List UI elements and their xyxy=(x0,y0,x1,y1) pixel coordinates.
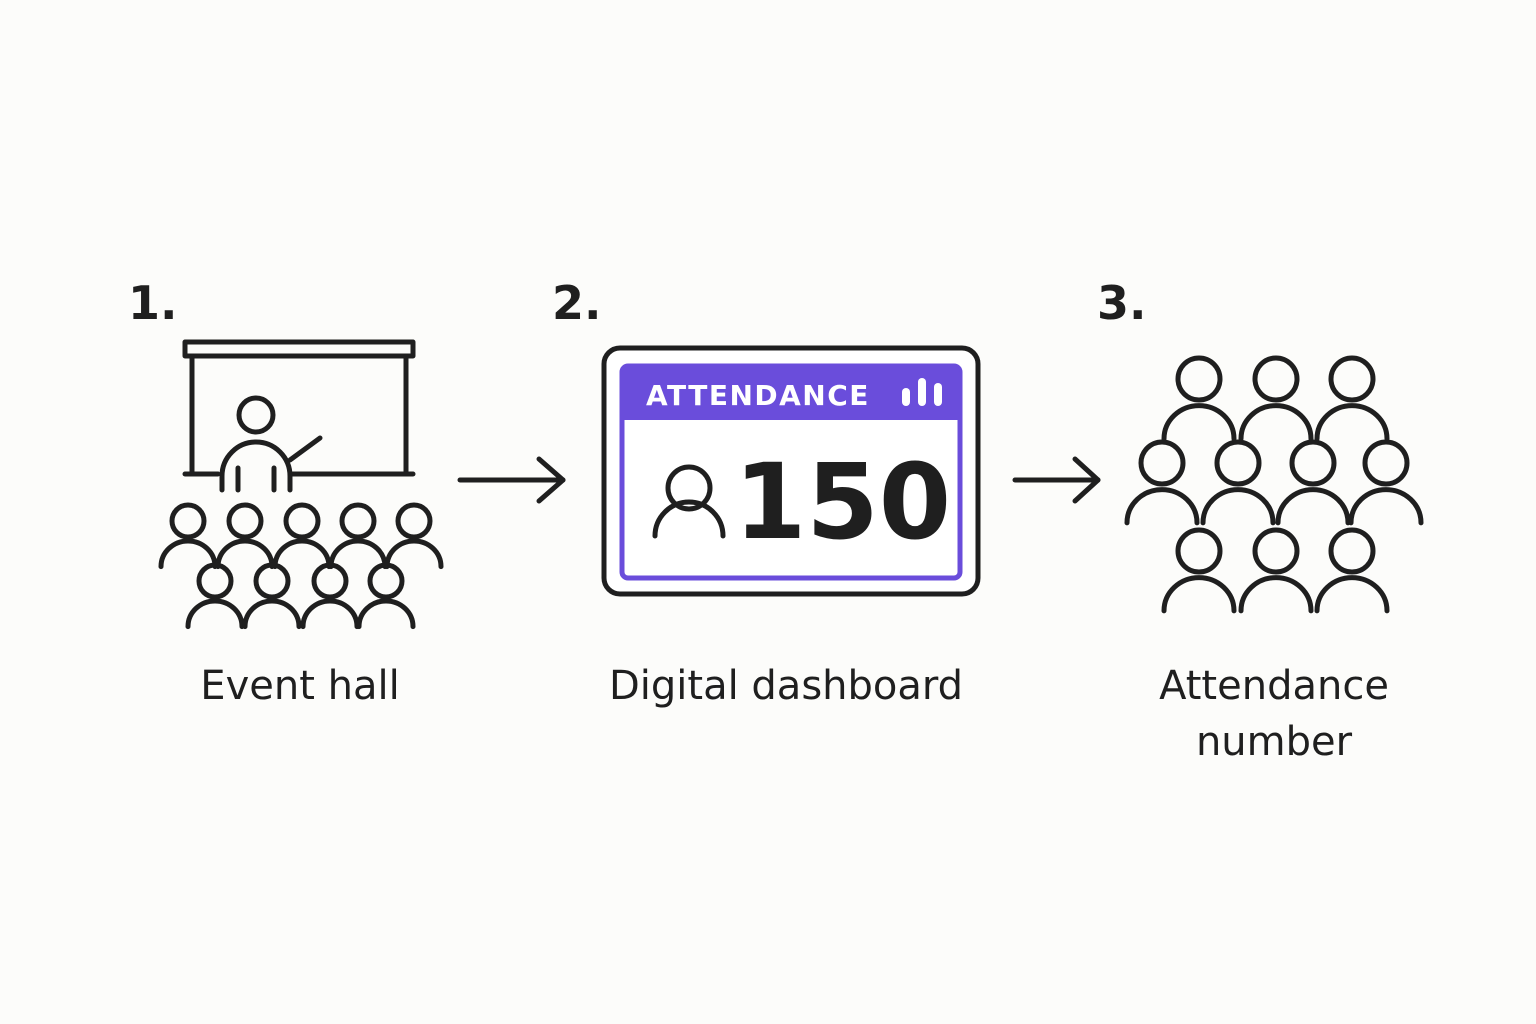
crowd-person-icon xyxy=(1314,355,1390,442)
audience-person-icon xyxy=(272,502,332,570)
crowd-person-icon xyxy=(1238,355,1314,442)
audience-person-icon xyxy=(328,502,388,570)
step-2-caption: Digital dashboard xyxy=(608,663,964,709)
crowd-person-icon xyxy=(1200,439,1276,526)
audience-person-icon xyxy=(215,502,275,570)
crowd-person-icon xyxy=(1348,439,1424,526)
step-2-number: 2. xyxy=(552,276,602,330)
step-3-caption-line-1: Attendance xyxy=(1159,663,1389,709)
crowd-person-icon xyxy=(1161,527,1237,614)
step-1-number: 1. xyxy=(128,276,178,330)
audience-person-icon xyxy=(384,502,444,570)
attendance-count: 150 xyxy=(734,441,951,563)
step-3-number: 3. xyxy=(1097,276,1147,330)
audience-person-icon xyxy=(158,502,218,570)
audience-person-icon xyxy=(242,562,302,630)
step-3-caption: Attendance number xyxy=(1124,658,1424,770)
person-icon xyxy=(652,464,726,539)
audience-person-icon xyxy=(185,562,245,630)
crowd-person-icon xyxy=(1161,355,1237,442)
audience-person-icon xyxy=(356,562,416,630)
audience-person-icon xyxy=(300,562,360,630)
crowd-person-icon xyxy=(1275,439,1351,526)
crowd-person-icon xyxy=(1314,527,1390,614)
crowd-person-icon xyxy=(1124,439,1200,526)
step-3-caption-line-2: number xyxy=(1195,719,1353,765)
bar-chart-icon xyxy=(902,378,942,406)
crowd-person-icon xyxy=(1238,527,1314,614)
step-1-caption: Event hall xyxy=(200,663,400,709)
dashboard-title: ATTENDANCE xyxy=(646,379,870,412)
